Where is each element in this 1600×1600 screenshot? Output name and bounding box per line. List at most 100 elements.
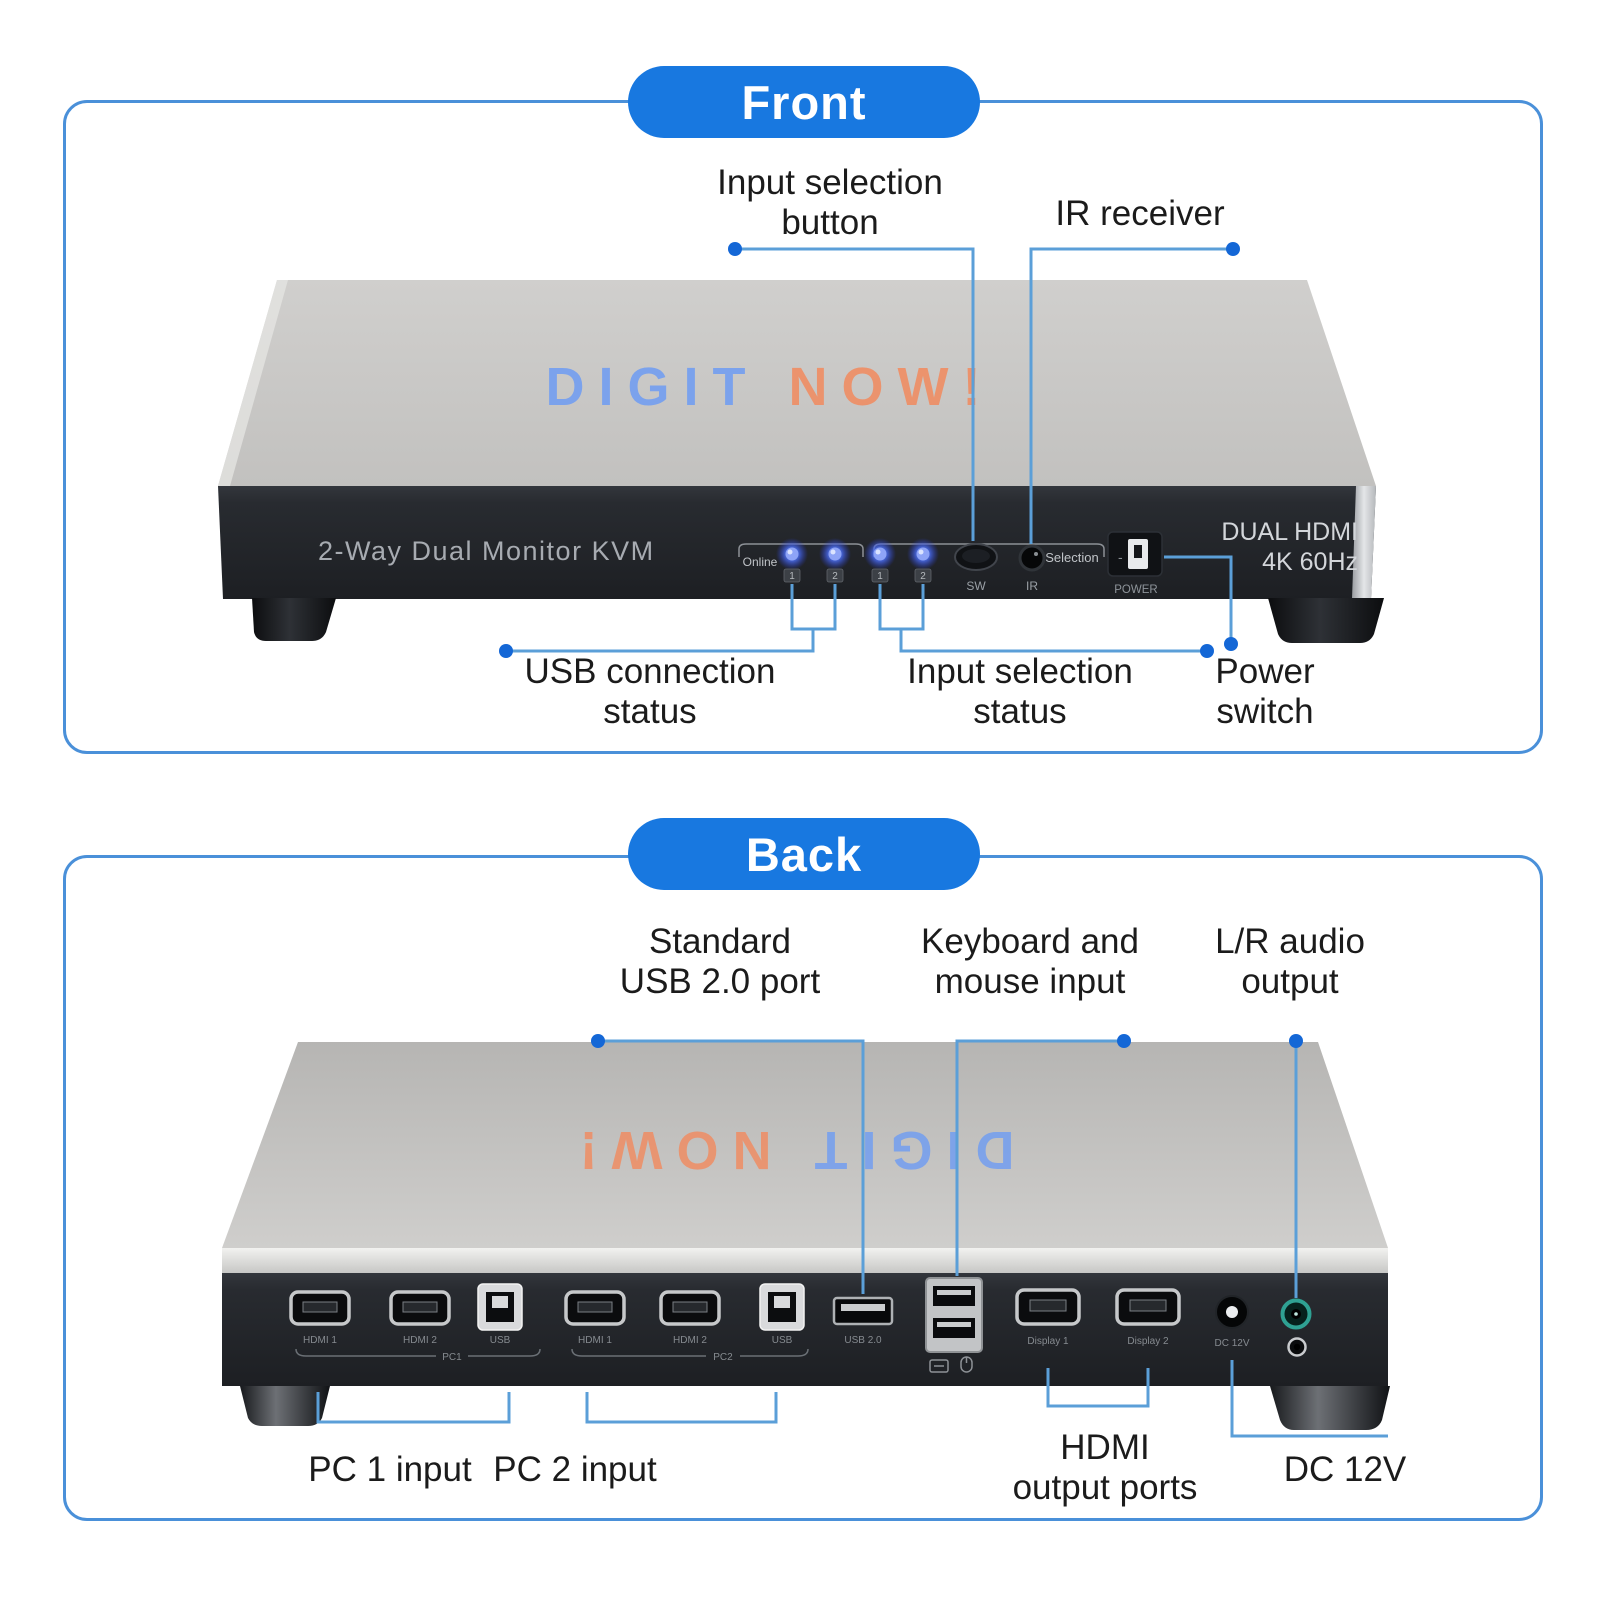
power-switch-slot — [1134, 545, 1142, 558]
front-device: DIGIT NOW! 2-Way Dual Monitor KVM DUAL H… — [218, 280, 1384, 643]
pc1-input-bracket — [316, 1392, 511, 1424]
ir-receiver-highlight — [1034, 552, 1038, 556]
callout-pc2-input: PC 2 input — [425, 1450, 725, 1490]
led-tag-box — [783, 568, 801, 583]
callout-line2: switch — [1216, 692, 1314, 731]
hdmi-port-slot — [1129, 1299, 1167, 1312]
hdmi-output-group: Display 1 Display 2 — [1015, 1288, 1181, 1347]
callout-line1: Keyboard and — [921, 922, 1139, 961]
power-switch-line — [1164, 555, 1233, 644]
port-label: USB — [490, 1335, 511, 1346]
callout-ir-receiver: IR receiver — [940, 194, 1340, 234]
back-device: DIGIT NOW! HDMI 1 HDMI 2 USB PC1 — [222, 1042, 1390, 1430]
usb-led-1 — [785, 547, 799, 561]
hdmi-port-slot — [1029, 1299, 1067, 1312]
back-device-right-foot — [1270, 1386, 1390, 1430]
brand-logo-part2: NOW! — [566, 1120, 772, 1180]
selection-label: Selection — [1045, 550, 1098, 565]
callout-line1: Input selection — [907, 652, 1133, 691]
port-label: DC 12V — [1214, 1338, 1249, 1349]
callout-line2: status — [973, 692, 1067, 731]
led-tag-box — [871, 568, 889, 583]
brand-logo-part1: DIGIT — [800, 1120, 1014, 1180]
callout-pc1-input: PC 1 input — [240, 1450, 540, 1490]
hdmi-port-slot — [577, 1301, 613, 1313]
callout-line1: PC 1 input — [308, 1450, 472, 1489]
led-tag-4: 2 — [920, 571, 926, 582]
input-led-1-core — [875, 549, 881, 555]
power-minus-mark: - — [1118, 549, 1123, 565]
back-device-rear-panel — [222, 1273, 1388, 1386]
hdmi-output-bracket — [1046, 1368, 1150, 1408]
usb-b-port-tab — [774, 1296, 790, 1308]
brand-logo-rotated: DIGIT NOW! — [566, 1120, 1015, 1180]
front-device-left-edge-highlight — [218, 280, 288, 486]
callout-dot — [728, 242, 742, 256]
brand-logo-part1: DIGIT — [546, 357, 760, 417]
sw-label: SW — [966, 579, 986, 593]
port-label: HDMI 1 — [578, 1335, 612, 1346]
pc2-panel-underline — [571, 1348, 809, 1357]
callout-standard-usb: Standard USB 2.0 port — [520, 922, 920, 1002]
ir-label: IR — [1026, 579, 1038, 593]
ir-receiver-window — [1018, 544, 1046, 572]
back-callout-lines — [316, 1039, 1388, 1438]
callout-line1: PC 2 input — [493, 1450, 657, 1489]
callout-dot — [1224, 637, 1238, 651]
usb-status-line — [506, 584, 837, 653]
callout-dot — [591, 1034, 605, 1048]
back-callout-dots — [591, 1034, 1303, 1048]
hdmi-port-slot — [672, 1301, 708, 1313]
callout-usb-connection-status: USB connection status — [450, 652, 850, 732]
status-leds — [776, 538, 939, 570]
callout-line2: status — [603, 692, 697, 731]
dc-12v-line — [1230, 1360, 1388, 1438]
port-label: HDMI 1 — [303, 1335, 337, 1346]
port-label: Display 2 — [1127, 1336, 1169, 1347]
back-pill-label: Back — [745, 827, 863, 881]
front-pill-label: Front — [741, 75, 867, 129]
back-section-pill: Back — [628, 818, 980, 890]
callout-line1: DC 12V — [1283, 1450, 1407, 1489]
usb-b-port-tab — [492, 1296, 508, 1308]
callout-dot — [1289, 1034, 1303, 1048]
callout-line1: Standard — [648, 922, 792, 961]
usb-led-1-core — [787, 549, 793, 555]
dc-power-jack-pin — [1226, 1306, 1238, 1318]
led-tag-box — [914, 568, 932, 583]
hdmi-port-slot — [302, 1301, 338, 1313]
port-label: USB 2.0 — [844, 1335, 882, 1346]
usb-led-2-core — [830, 549, 836, 555]
input-led-2-core — [918, 549, 924, 555]
pc2-input-bracket — [585, 1392, 778, 1424]
audio-output-jack-pin — [1294, 1312, 1298, 1316]
online-label: Online — [743, 555, 778, 569]
callout-line1: Power — [1215, 652, 1315, 691]
input-selection-button-top — [962, 549, 990, 563]
front-callout-dots — [499, 242, 1240, 658]
callout-line1: USB connection — [524, 652, 776, 691]
callout-dot — [1117, 1034, 1131, 1048]
usb-stack-tongue-top — [937, 1290, 971, 1295]
callout-dot — [1226, 242, 1240, 256]
callout-line2: button — [781, 203, 879, 242]
led-tag-box — [826, 568, 844, 583]
keyboard-mouse-usb-stack — [925, 1277, 983, 1373]
callout-power-switch: Power switch — [1160, 652, 1370, 732]
callout-line1: HDMI — [1060, 1428, 1150, 1467]
callout-keyboard-mouse: Keyboard and mouse input — [830, 922, 1230, 1002]
callout-line2: mouse input — [934, 962, 1126, 1001]
led-tag-3: 1 — [877, 571, 883, 582]
usb-stack-slot-top — [933, 1286, 975, 1306]
back-device-left-foot — [240, 1386, 330, 1426]
standard-usb-line — [598, 1039, 865, 1294]
pc2-port-group: HDMI 1 HDMI 2 USB PC2 — [564, 1283, 809, 1363]
usb-a-port-tongue — [841, 1304, 885, 1311]
keyboard-icon — [929, 1359, 949, 1373]
usb-stack-tongue-bottom — [937, 1322, 971, 1327]
port-label: HDMI 2 — [673, 1335, 707, 1346]
keyboard-mouse-line — [955, 1039, 1124, 1276]
brand-logo: DIGIT NOW! — [546, 357, 995, 417]
usb-led-2 — [828, 547, 842, 561]
